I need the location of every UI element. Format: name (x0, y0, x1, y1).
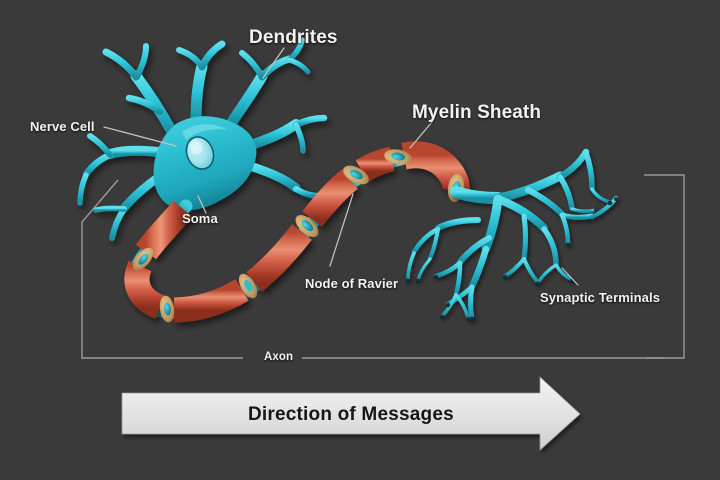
axon-bracket (81, 179, 665, 359)
label-myelin-sheath: Myelin Sheath (412, 102, 542, 123)
leader-soma (197, 195, 207, 214)
synaptic-terminals-group (406, 148, 618, 321)
leader-nerve-cell (103, 126, 177, 147)
direction-of-messages-banner (121, 376, 581, 451)
node-of-ranvier (295, 214, 319, 238)
myelin-segment (355, 146, 395, 182)
leader-dendrites (262, 47, 285, 79)
node-of-ranvier (159, 295, 175, 323)
node-of-ranvier (132, 247, 154, 271)
node-of-ranvier (343, 165, 369, 185)
myelin-segment (246, 224, 312, 292)
leader-synaptic-terminals (561, 267, 579, 286)
banner-direction-of-messages: Direction of Messages (248, 404, 454, 425)
label-node-of-ravier: Node of Ravier (305, 276, 399, 291)
node-of-ranvier (384, 149, 412, 165)
label-dendrites: Dendrites (249, 27, 338, 48)
node-of-ranvier (238, 273, 258, 299)
label-nerve-cell: Nerve Cell (30, 119, 95, 134)
soma-highlight (182, 124, 228, 140)
synaptic-terminals-bracket (644, 174, 685, 359)
myelin-segment (173, 279, 249, 323)
label-axon: Axon (257, 351, 301, 363)
leader-myelin-sheath (409, 121, 433, 149)
myelin-segment (302, 169, 358, 227)
myelin-segment (124, 260, 165, 319)
leader-node-of-ravier (329, 193, 354, 267)
soma-nucleus-highlight (189, 139, 203, 155)
label-synaptic-terminals: Synaptic Terminals (540, 290, 661, 305)
leader-lines-group (103, 47, 579, 286)
label-soma: Soma (182, 211, 218, 226)
